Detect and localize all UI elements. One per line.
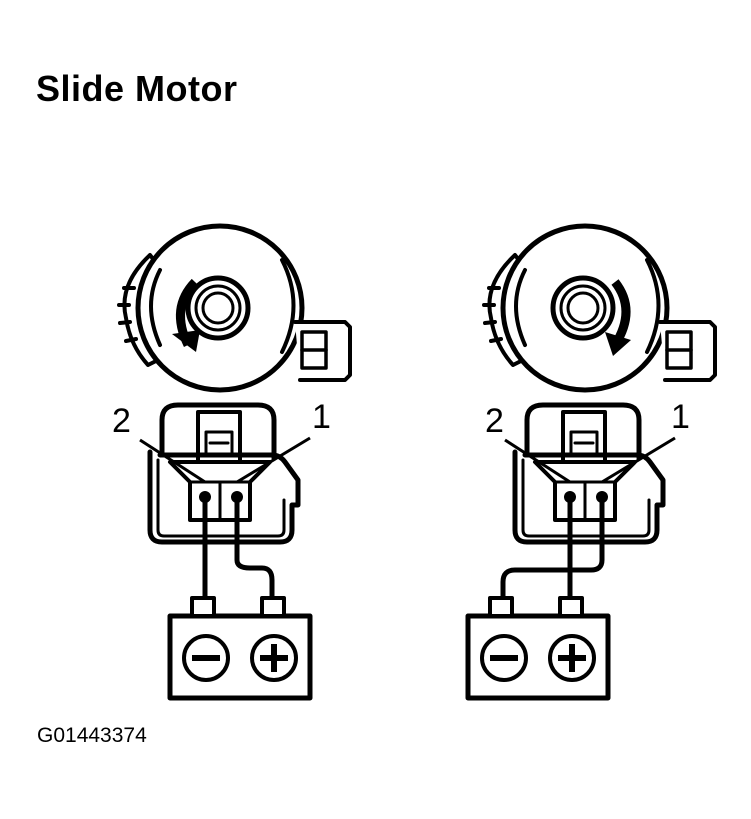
pin-2-label: 2 [112, 402, 131, 440]
arrowhead-icon [605, 332, 631, 356]
diagram-left: 2 1 [112, 226, 350, 698]
wire-1 [500, 497, 605, 598]
page-title: Slide Motor [36, 68, 238, 109]
pin-1-leader [236, 436, 311, 484]
wire-1 [234, 497, 275, 598]
arrowhead-icon [172, 330, 200, 352]
pin-1-label: 1 [312, 398, 331, 436]
diagram-right: 2 1 [468, 226, 715, 698]
pin-2-label: 2 [485, 402, 504, 440]
battery-left [170, 598, 310, 698]
battery-right [468, 598, 608, 698]
figure-id: G01443374 [37, 724, 147, 747]
pin-1-leader [601, 436, 676, 484]
pin-1-label: 1 [671, 398, 690, 436]
pin-2-leader [504, 438, 571, 484]
pin-2-leader [139, 438, 206, 484]
